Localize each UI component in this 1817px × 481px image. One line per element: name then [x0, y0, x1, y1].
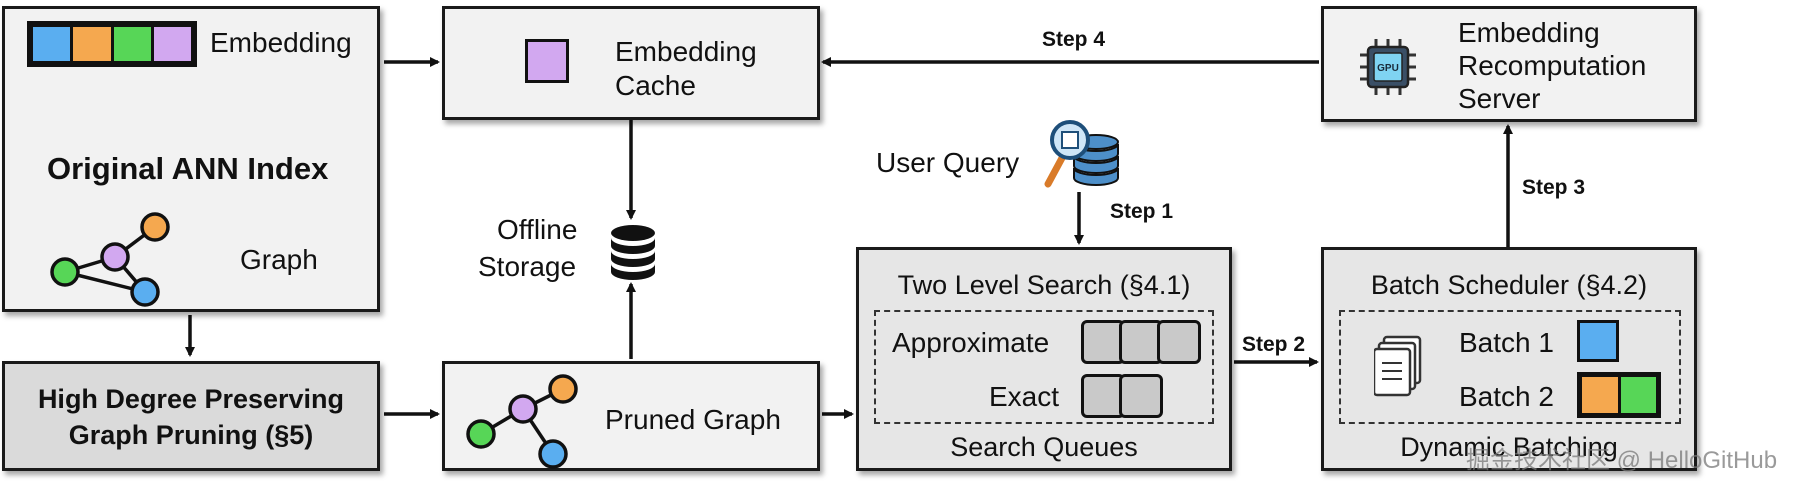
server-line2: Recomputation: [1458, 50, 1647, 81]
embedding-cell: [73, 27, 111, 61]
recomputation-server-box: GPU Embedding Recomputation Server: [1321, 6, 1697, 122]
user-query-label: User Query: [876, 147, 1020, 178]
step4-label: Step 4: [1042, 28, 1106, 51]
batch-scheduler-box: Batch Scheduler (§4.2) Batch 1 Batch 2 D…: [1321, 247, 1697, 471]
approximate-label: Approximate: [892, 327, 1050, 358]
search-database-icon: [1044, 120, 1119, 188]
approximate-queue-slot: [1081, 320, 1125, 364]
search-queues-frame: [874, 310, 1214, 424]
batching-frame: [1339, 310, 1681, 424]
original-index-title: Original ANN Index: [47, 151, 329, 186]
embedding-cell: [153, 27, 191, 61]
search-footer: Search Queues: [950, 432, 1138, 462]
step2-label: Step 2: [1242, 333, 1306, 356]
graph-icon: [50, 212, 170, 307]
embedding-cell: [33, 27, 71, 61]
cache-swatch: [525, 39, 569, 83]
pruned-graph-icon: [466, 374, 578, 469]
scheduler-title: Batch Scheduler (§4.2): [1370, 270, 1648, 300]
step3-label: Step 3: [1522, 176, 1586, 199]
exact-label: Exact: [989, 381, 1060, 412]
embedding-cache-box: Embedding Cache: [442, 6, 820, 120]
server-line1: Embedding: [1458, 17, 1600, 48]
pruning-line1: High Degree Preserving: [37, 384, 345, 414]
pruned-graph-label: Pruned Graph: [605, 404, 781, 435]
scheduler-footer: Dynamic Batching: [1400, 432, 1618, 462]
watermark: 掘金技术社区 @ HelloGitHub: [1466, 447, 1778, 474]
two-level-search-box: Two Level Search (§4.1) Approximate Exac…: [856, 247, 1232, 471]
document-icon: [1374, 335, 1422, 397]
storage-line1: Offline: [497, 214, 578, 245]
storage-line2: Storage: [478, 251, 577, 282]
pruning-line2: Graph Pruning (§5): [68, 420, 314, 450]
batch2-label: Batch 2: [1459, 381, 1554, 412]
batch2-cell: [1620, 377, 1656, 413]
gpu-chip-label: GPU: [1377, 63, 1399, 74]
original-ann-index-box: Embedding Original ANN Index Graph: [2, 6, 380, 312]
cache-line1: Embedding: [615, 36, 757, 67]
gpu-chip-icon: GPU: [1360, 39, 1416, 95]
exact-queue-slot: [1119, 374, 1163, 418]
embedding-vector: [27, 21, 197, 67]
database-icon: [611, 225, 655, 280]
embedding-label: Embedding: [210, 27, 352, 58]
batch1-label: Batch 1: [1459, 327, 1554, 358]
search-title: Two Level Search (§4.1): [897, 270, 1191, 300]
batch2-swatch: [1577, 372, 1661, 418]
batch2-cell: [1582, 377, 1618, 413]
pruned-graph-box: Pruned Graph: [442, 361, 820, 471]
step1-label: Step 1: [1110, 200, 1174, 223]
approximate-queue-slot: [1157, 320, 1201, 364]
cache-line2: Cache: [615, 70, 696, 101]
graph-label: Graph: [240, 244, 318, 275]
server-line3: Server: [1458, 83, 1541, 114]
graph-pruning-box: High Degree Preserving Graph Pruning (§5…: [2, 361, 380, 471]
embedding-cell: [113, 27, 151, 61]
batch1-swatch: [1577, 320, 1619, 362]
